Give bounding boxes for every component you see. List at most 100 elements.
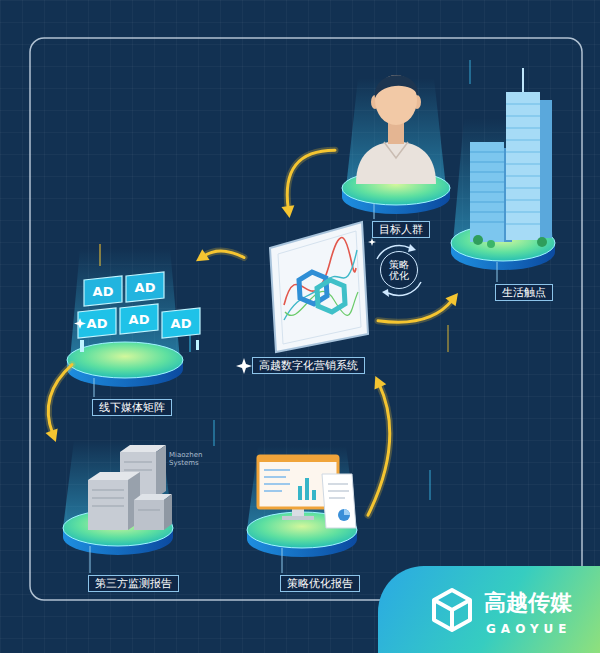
flow-arrow xyxy=(281,150,335,218)
servers xyxy=(88,480,128,530)
report-monitor xyxy=(312,490,316,500)
report-monitor xyxy=(328,484,349,498)
ad-text: AD xyxy=(135,280,156,295)
buildings xyxy=(522,68,524,92)
ad-screens xyxy=(84,276,122,306)
node-label: 生活触点 xyxy=(495,284,553,301)
circle-label: 策略 优化 xyxy=(388,259,410,282)
servers xyxy=(138,510,160,511)
leader-line xyxy=(90,546,91,573)
node-label: 目标人群 xyxy=(372,221,430,238)
logo-subtitle: GAOYUE xyxy=(486,622,572,636)
servers xyxy=(92,462,160,510)
report-monitor xyxy=(264,470,290,491)
buildings xyxy=(540,100,552,238)
arrow-glow xyxy=(287,150,335,209)
buildings xyxy=(470,182,504,183)
arrow-head xyxy=(281,205,294,218)
system-board xyxy=(317,280,345,312)
ad-screens xyxy=(196,340,199,350)
servers xyxy=(92,498,124,499)
decor-lines xyxy=(469,60,471,84)
arrow-line xyxy=(368,384,390,515)
decor-lines xyxy=(429,470,431,500)
servers xyxy=(92,506,124,507)
report-monitor xyxy=(264,490,282,492)
report-monitor xyxy=(328,483,348,484)
buildings xyxy=(537,237,547,247)
report-monitor xyxy=(328,490,349,491)
flow-arrow xyxy=(46,365,72,442)
person-figure xyxy=(356,141,436,184)
logo-icon xyxy=(428,586,476,634)
node-label: 线下媒体矩阵 xyxy=(92,399,172,416)
report-monitor xyxy=(338,509,350,521)
buildings xyxy=(506,104,540,224)
buildings xyxy=(506,104,540,105)
servers xyxy=(156,445,166,498)
person-figure xyxy=(375,75,418,98)
arrow-line xyxy=(203,251,244,258)
decor-lines xyxy=(100,60,470,500)
sparkle xyxy=(74,238,376,374)
system-board xyxy=(299,272,327,304)
arrow-head xyxy=(445,293,458,306)
leader-line xyxy=(90,203,497,573)
arrow-line xyxy=(378,300,452,322)
logo-icon xyxy=(434,590,470,630)
buildings xyxy=(506,140,540,141)
ad-platform xyxy=(67,342,183,378)
servers xyxy=(164,494,172,530)
report-monitor xyxy=(298,486,302,500)
ad-screens xyxy=(120,304,158,334)
report-monitor xyxy=(258,456,356,528)
leader-line xyxy=(497,262,498,282)
buildings xyxy=(470,152,504,222)
leader-line xyxy=(94,378,95,397)
report-monitor xyxy=(329,497,345,498)
sparkle xyxy=(74,318,86,329)
buildings xyxy=(470,192,504,193)
sparkle xyxy=(368,238,376,246)
brand-text: Miaozhen Systems xyxy=(169,451,205,467)
ad-screens xyxy=(162,308,200,338)
person-figure xyxy=(356,75,436,184)
cycle-arrows xyxy=(377,244,421,297)
person-figure xyxy=(384,142,408,158)
decor-lines xyxy=(447,325,449,352)
flow-arrow xyxy=(196,249,244,261)
buildings xyxy=(506,200,540,201)
report-monitor xyxy=(322,474,356,528)
report-monitor xyxy=(264,476,286,478)
buildings xyxy=(470,212,504,213)
server-platform xyxy=(63,440,173,555)
buildings xyxy=(470,142,504,242)
stage-node: 策略优化报告 xyxy=(244,448,368,594)
buildings xyxy=(506,188,540,189)
buildings xyxy=(470,162,504,163)
cycle-arrows xyxy=(382,289,389,297)
ad-screens xyxy=(126,272,164,302)
arrow-glow xyxy=(378,300,452,322)
ad-screens xyxy=(80,340,84,352)
arrow-glow xyxy=(203,251,244,258)
system-board xyxy=(278,231,361,344)
arrow-glow xyxy=(368,384,390,515)
leader-line xyxy=(282,548,283,573)
buildings xyxy=(506,152,540,153)
report-monitor xyxy=(305,478,309,500)
buildings xyxy=(470,202,504,203)
arrow-glow xyxy=(48,365,72,434)
ad-text: AD xyxy=(171,316,192,331)
stage-node: 高越数字化营销系统 xyxy=(244,218,378,376)
buildings xyxy=(506,212,540,213)
report-platform xyxy=(247,446,357,557)
servers xyxy=(92,490,124,491)
buildings xyxy=(470,222,504,223)
ad-text: AD xyxy=(93,284,114,299)
buildings xyxy=(506,164,540,165)
decor-lines xyxy=(213,420,215,446)
report-monitor xyxy=(264,483,290,485)
